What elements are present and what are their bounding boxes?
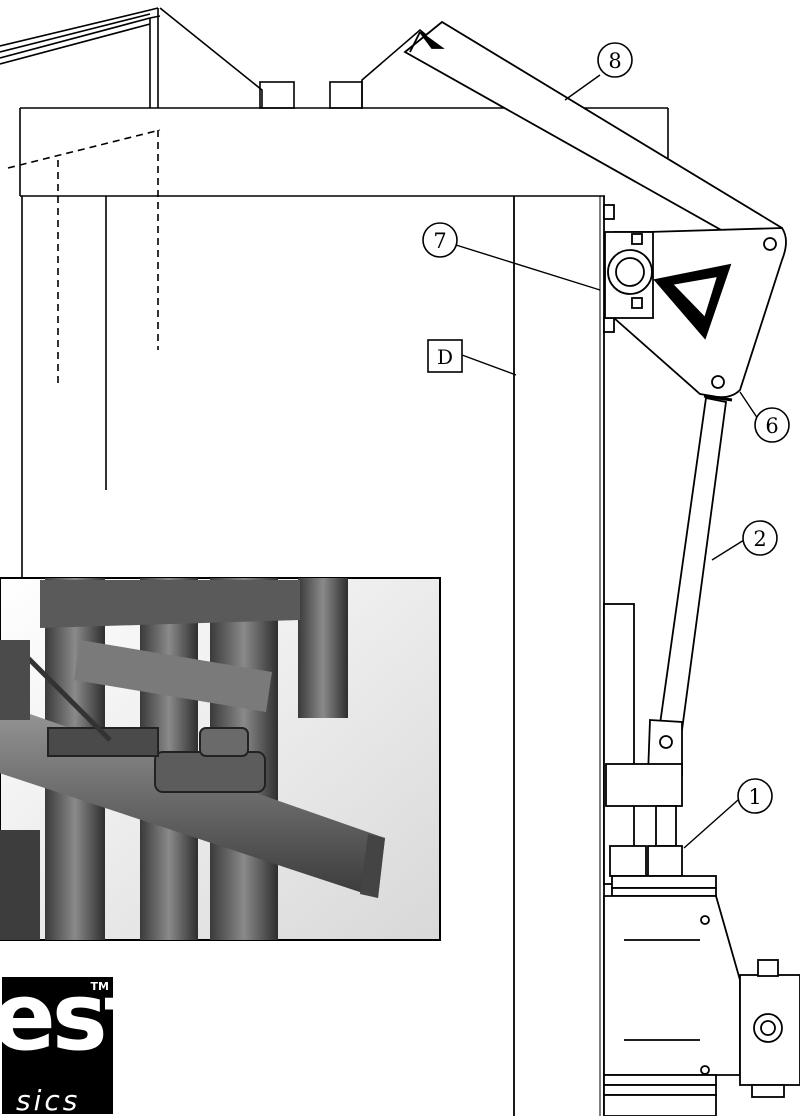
diagonal-brace [403,20,783,264]
callout-8: 8 [597,42,633,78]
svg-text:7: 7 [433,229,446,253]
cylinder-assembly [603,603,800,1116]
svg-text:1: 1 [748,785,761,809]
roof-structure [0,7,669,580]
callout-6: 6 [754,407,790,443]
svg-text:2: 2 [753,527,766,551]
leader-lines [455,74,763,849]
box-label-d: D [427,339,463,373]
bellcrank-bracket [604,227,787,399]
callout-1: 1 [737,778,773,814]
svg-text:D: D [437,345,453,369]
svg-text:6: 6 [765,414,778,438]
post-d [513,196,615,1116]
callout-2: 2 [742,520,778,556]
callout-7: 7 [422,222,458,258]
svg-text:8: 8 [608,49,621,73]
brand-logo: est sics TM [0,975,115,1116]
inset-photo [0,577,441,941]
trademark-mark: TM [90,980,109,993]
logo-subword: sics [16,1084,81,1116]
connecting-rod [647,394,733,776]
logo-word: est [2,975,113,1072]
